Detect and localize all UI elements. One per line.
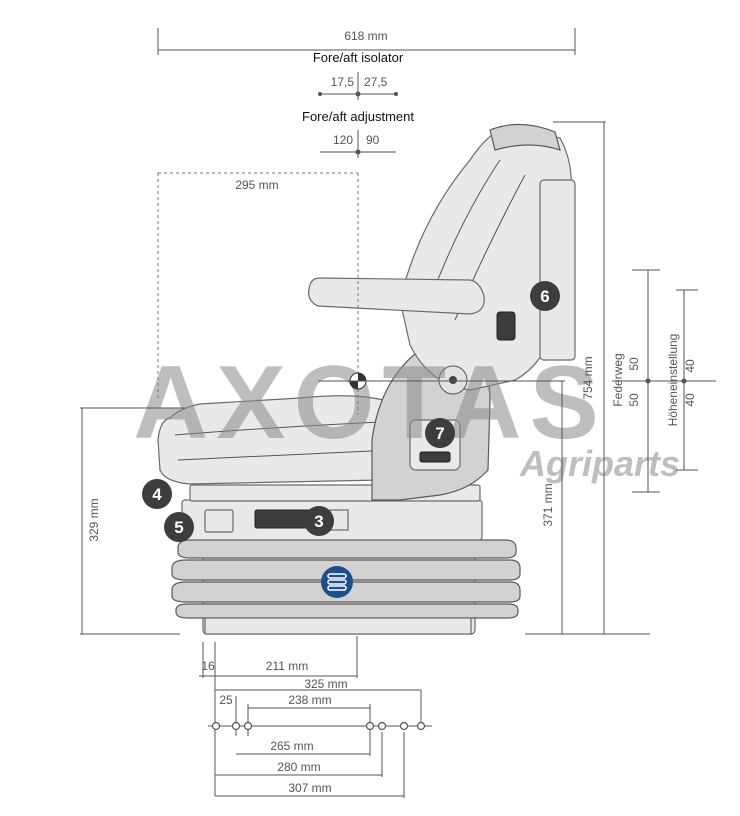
dim-265-label: 265 mm: [270, 739, 313, 753]
isolator-title: Fore/aft isolator: [313, 50, 404, 65]
adjust-title: Fore/aft adjustment: [302, 109, 414, 124]
badge-7-label: 7: [435, 424, 444, 443]
dim-238-label: 238 mm: [288, 693, 331, 707]
seat-armrest: [308, 277, 485, 315]
badge-3-label: 3: [314, 512, 323, 531]
federweg: Federweg 50 50: [611, 269, 664, 493]
dim-618-label: 618 mm: [344, 29, 387, 43]
fore-aft-adjustment: Fore/aft adjustment 120 90: [302, 109, 414, 158]
dim-280-label: 280 mm: [277, 760, 320, 774]
badge-6-label: 6: [540, 287, 549, 306]
fore-aft-isolator: Fore/aft isolator 17,5 27,5: [313, 50, 404, 100]
hoehe-a: 40: [683, 393, 697, 407]
dim-25-label: 25: [219, 693, 233, 707]
badge-3: 3: [304, 506, 334, 536]
hoehe-b: 40: [683, 359, 697, 373]
dim-295: 295 mm: [157, 172, 367, 415]
dim-754: 754 mm: [553, 121, 606, 634]
watermark-brand: AXOTAS: [133, 345, 607, 461]
seat-backrest: [399, 125, 572, 391]
dim-295-label: 295 mm: [235, 178, 278, 192]
badge-5-label: 5: [174, 518, 183, 537]
watermark: AXOTAS Agriparts: [133, 345, 680, 484]
dim-754-label: 754 mm: [581, 356, 595, 399]
dim-211-label: 211 mm: [266, 659, 308, 673]
dim-371-label: 371 mm: [541, 483, 555, 526]
adjust-left: 120: [333, 133, 353, 147]
badge-7: 7: [425, 418, 455, 448]
badge-4: 4: [142, 479, 172, 509]
badge-4-label: 4: [152, 485, 162, 504]
dim-329: 329 mm: [80, 407, 185, 635]
dim-371: 371 mm: [318, 380, 565, 634]
dim-329-label: 329 mm: [87, 498, 101, 541]
hoeheneinstellung: Höheneinstellung 40 40: [664, 289, 716, 471]
federweg-b: 50: [627, 357, 641, 371]
dim-16-label: 16: [201, 659, 215, 673]
dim-325-label: 325 mm: [304, 677, 347, 691]
suspension-bellows: [171, 537, 521, 635]
isolator-right: 27,5: [364, 75, 388, 89]
air-suspension-icon: [321, 566, 353, 598]
badge-5: 5: [164, 512, 194, 542]
seat-illustration: [157, 123, 576, 635]
watermark-sub: Agriparts: [519, 443, 680, 484]
dim-618: 618 mm: [157, 28, 576, 55]
adjust-right: 90: [366, 133, 380, 147]
federweg-label: Federweg: [611, 353, 625, 406]
isolator-left: 17,5: [331, 75, 355, 89]
federweg-a: 50: [627, 393, 641, 407]
bottom-dimensions: 16 211 mm 325 mm 25 238 mm 265 mm 280 mm…: [199, 636, 432, 798]
badge-6: 6: [530, 281, 560, 311]
dim-307-label: 307 mm: [288, 781, 331, 795]
hoehe-label: Höheneinstellung: [666, 334, 680, 427]
